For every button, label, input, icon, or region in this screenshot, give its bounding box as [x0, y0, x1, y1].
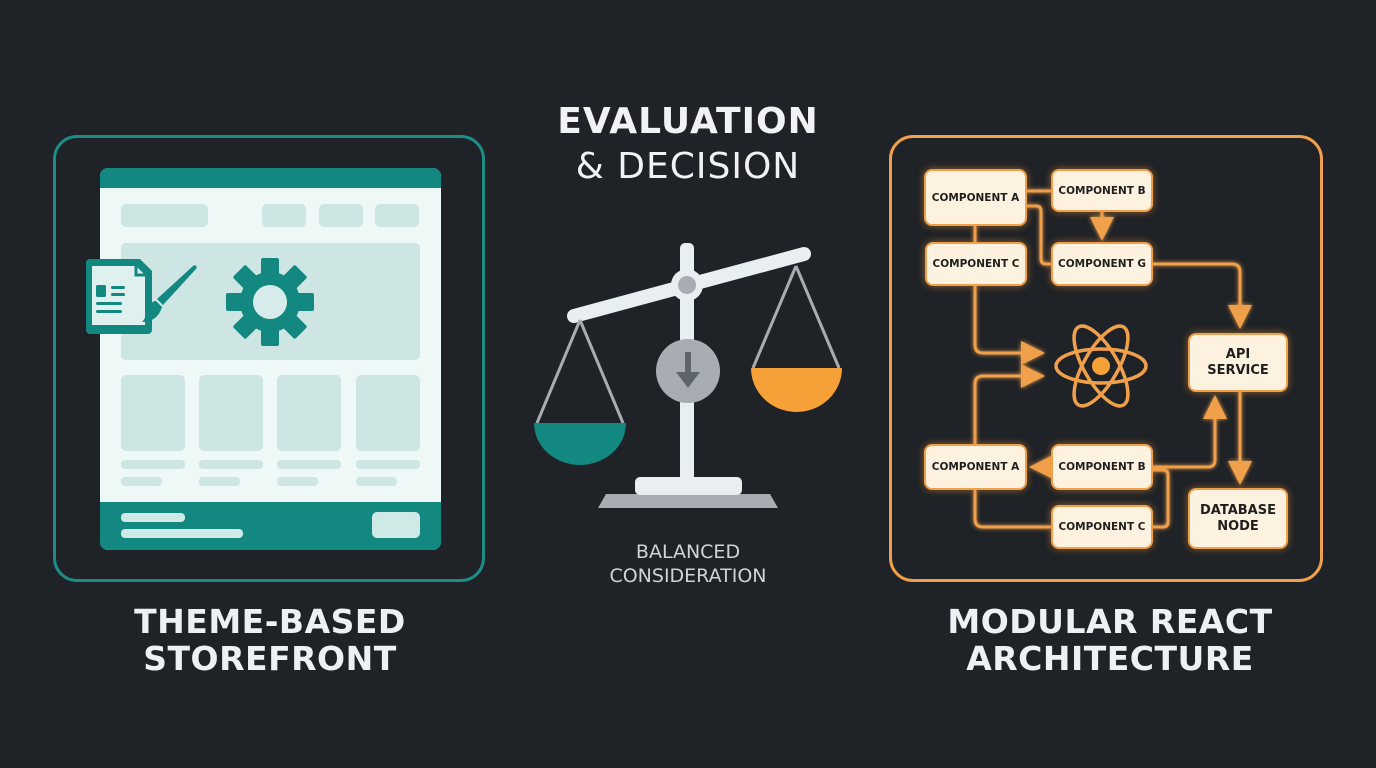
api-service-box: API SERVICE: [1188, 333, 1288, 392]
logo-placeholder: [121, 204, 208, 227]
left-caption-line-2: STOREFRONT: [143, 639, 397, 678]
header-line-2: & DECISION: [575, 146, 801, 187]
product-card-4: [356, 375, 420, 451]
component-g-top: COMPONENT G: [1051, 242, 1153, 286]
product-price-line-4: [356, 477, 397, 486]
storefront-footer-bar: [100, 502, 441, 550]
center-caption-line-2: CONSIDERATION: [609, 565, 767, 587]
header-line-1: EVALUATION: [557, 101, 819, 142]
modular-react-panel: [889, 135, 1323, 582]
product-price-line-2: [199, 477, 240, 486]
component-b-bottom: COMPONENT B: [1051, 444, 1153, 490]
center-caption: BALANCED CONSIDERATION: [588, 540, 788, 588]
component-c-bottom: COMPONENT C: [1051, 505, 1153, 549]
product-card-2: [199, 375, 263, 451]
footer-button: [372, 512, 420, 538]
product-title-line-3: [277, 460, 341, 469]
center-caption-line-1: BALANCED: [635, 541, 741, 563]
product-title-line-1: [121, 460, 185, 469]
product-price-line-1: [121, 477, 162, 486]
component-b-top: COMPONENT B: [1051, 169, 1153, 212]
header-title: EVALUATION & DECISION: [520, 100, 856, 190]
product-title-line-2: [199, 460, 263, 469]
product-price-line-3: [277, 477, 318, 486]
storefront-mockup: [100, 168, 441, 550]
footer-line-1: [121, 513, 185, 522]
left-panel-caption: THEME-BASED STOREFRONT: [100, 603, 440, 677]
right-caption-line-1: MODULAR REACT: [947, 602, 1273, 641]
hero-banner: [121, 243, 420, 360]
product-card-3: [277, 375, 341, 451]
nav-placeholder-3: [375, 204, 419, 227]
database-node-box: DATABASE NODE: [1188, 488, 1288, 549]
product-title-line-4: [356, 460, 420, 469]
nav-placeholder-2: [319, 204, 363, 227]
right-panel-caption: MODULAR REACT ARCHITECTURE: [920, 603, 1300, 677]
right-caption-line-2: ARCHITECTURE: [966, 639, 1254, 678]
footer-line-2: [121, 529, 243, 538]
product-card-1: [121, 375, 185, 451]
component-a-bottom: COMPONENT A: [924, 444, 1027, 490]
component-c-top: COMPONENT C: [925, 242, 1027, 286]
component-a-top: COMPONENT A: [924, 169, 1027, 226]
theme-storefront-panel: [53, 135, 485, 582]
nav-placeholder-1: [262, 204, 306, 227]
storefront-header-bar: [100, 168, 441, 188]
left-caption-line-1: THEME-BASED: [134, 602, 406, 641]
